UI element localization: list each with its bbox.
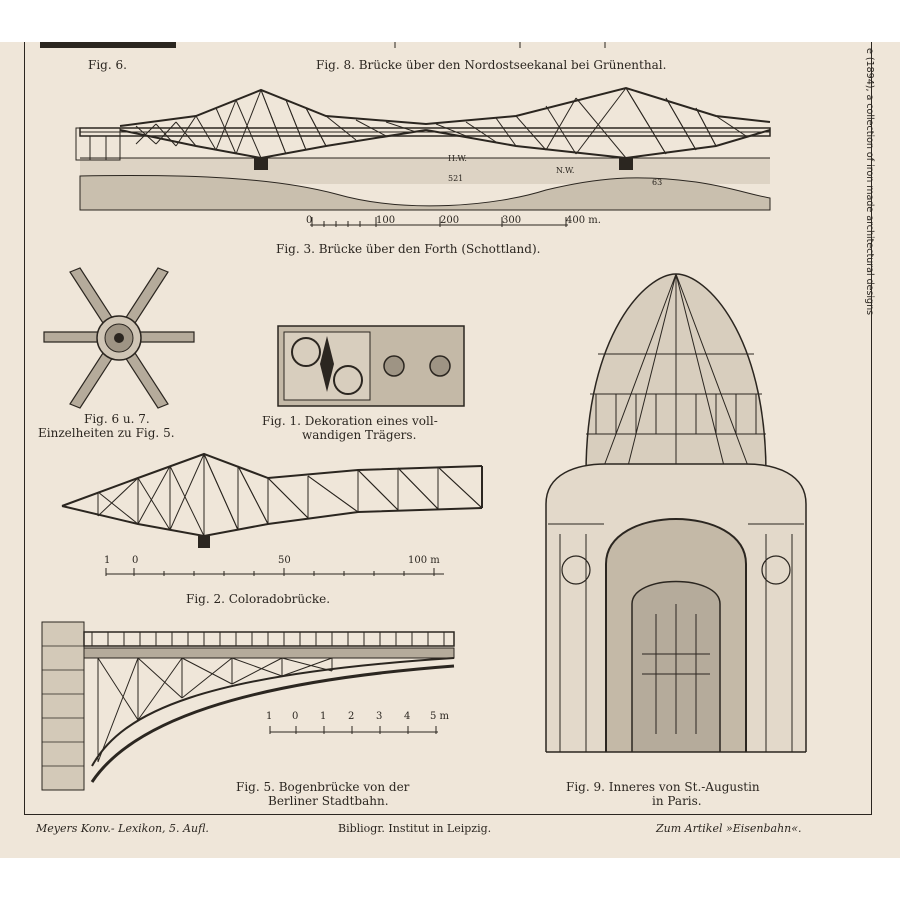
plate-frame	[24, 42, 872, 815]
fig6-caption: Fig. 6.	[88, 58, 127, 72]
arch-bridge-drawing	[41, 621, 455, 791]
rosette-detail-drawing	[43, 267, 195, 409]
side-caption-text: e (1894), a collection of iron made arch…	[864, 48, 875, 316]
fig5-caption-line2: Berliner Stadtbahn.	[268, 794, 389, 808]
forth-scale-tick-300: 300	[502, 215, 522, 226]
fig9-caption-line1: Fig. 9. Inneres von St.-Augustin	[566, 780, 760, 794]
fig1-caption-line1: Fig. 1. Dekoration eines voll-	[262, 414, 438, 428]
forth-scale-tick-100: 100	[376, 215, 396, 226]
bogen-scale-tick-5: 5 m	[430, 711, 450, 722]
fig3-caption: Fig. 3. Brücke über den Forth (Schottlan…	[276, 242, 541, 256]
colorado-scale-tick-100: 100 m	[408, 555, 440, 566]
bogen-scale-tick-4: 4	[404, 711, 411, 722]
colorado-scale-tick-50: 50	[278, 555, 291, 566]
forth-hw-label: H.W.	[448, 154, 467, 163]
fig9-caption-line2: in Paris.	[652, 794, 702, 808]
side-caption: e (1894), a collection of iron made arch…	[862, 48, 888, 348]
forth-scale-tick-0: 0	[306, 215, 313, 226]
colorado-bridge-drawing	[61, 452, 483, 548]
forth-scale-bar	[310, 217, 568, 227]
fig5-caption-line1: Fig. 5. Bogenbrücke von der	[236, 780, 410, 794]
bogen-scale-tick-1: 1	[266, 711, 273, 722]
fig1-caption-line2: wandigen Trägers.	[302, 428, 417, 442]
forth-scale-tick-400: 400 m.	[566, 215, 601, 226]
bogen-scale-tick-1b: 1	[320, 711, 327, 722]
colorado-scale-tick-1: 1	[104, 555, 111, 566]
fig6-top-remnant	[40, 42, 606, 48]
forth-depth-label-2: 63	[652, 178, 663, 187]
fig67-caption-line2: Einzelheiten zu Fig. 5.	[38, 426, 175, 440]
fig2-caption: Fig. 2. Coloradobrücke.	[186, 592, 331, 606]
forth-scale-tick-200: 200	[440, 215, 460, 226]
st-augustin-interior-drawing	[545, 273, 807, 753]
footer-right: Zum Artikel »Eisenbahn«.	[656, 822, 802, 835]
colorado-scale-tick-0: 0	[132, 555, 139, 566]
fig8-caption: Fig. 8. Brücke über den Nordostseekanal …	[316, 58, 667, 72]
forth-depth-label-1: 521	[448, 174, 464, 183]
colorado-scale-bar	[105, 568, 444, 576]
forth-nw-label: N.W.	[556, 166, 575, 175]
girder-decoration-drawing	[277, 325, 465, 407]
footer-center: Bibliogr. Institut in Leipzig.	[338, 822, 492, 835]
fig67-caption-line1: Fig. 6 u. 7.	[84, 412, 150, 426]
bogen-scale-tick-2: 2	[348, 711, 355, 722]
footer-left: Meyers Konv.- Lexikon, 5. Aufl.	[36, 822, 209, 835]
bogen-scale-bar	[269, 726, 438, 734]
forth-bridge-drawing	[75, 86, 771, 211]
bogen-scale-tick-3: 3	[376, 711, 383, 722]
plate-sheet: Fig. 6. Fig. 8. Brücke über den Nordosts…	[0, 42, 900, 858]
bogen-scale-tick-0: 0	[292, 711, 299, 722]
